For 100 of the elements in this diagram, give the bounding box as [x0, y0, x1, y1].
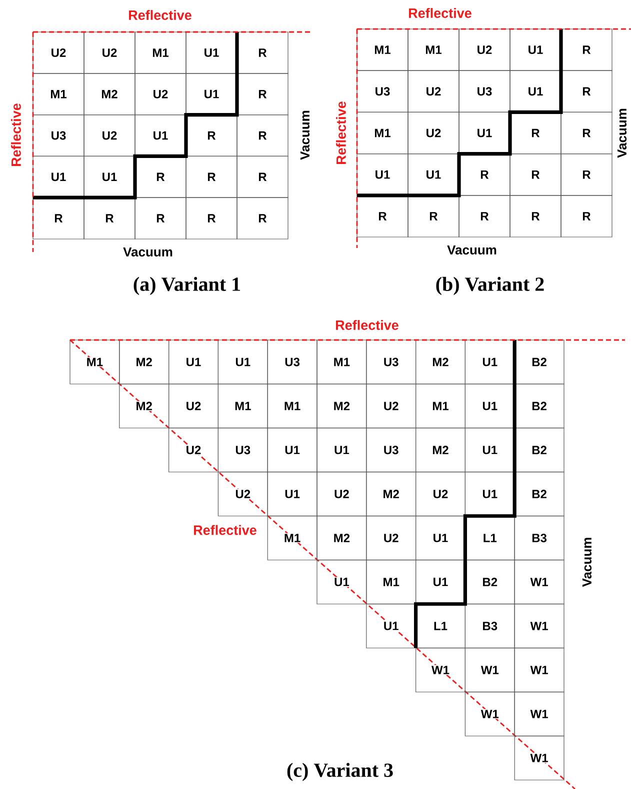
grid-cell: R — [134, 156, 186, 198]
grid-cell: B3 — [464, 604, 515, 648]
grid-cell: M2 — [416, 428, 466, 472]
grid-cell: U1 — [316, 560, 367, 604]
grid-cell: U1 — [464, 340, 515, 384]
grid-cell: U1 — [84, 156, 136, 198]
grid-cell: U2 — [366, 384, 416, 428]
grid-cell: M1 — [218, 384, 268, 428]
grid-cell: U2 — [32, 32, 84, 74]
grid-cell: R — [510, 112, 562, 154]
grid-cell: M2 — [316, 516, 367, 560]
boundary-label: Reflective — [336, 102, 346, 164]
grid-cell: U2 — [408, 70, 460, 112]
grid-cell: U1 — [267, 472, 318, 516]
grid-cell: R — [236, 197, 288, 240]
grid-cell: U1 — [356, 154, 408, 196]
grid-cell: U2 — [458, 28, 510, 71]
grid-cell: U2 — [218, 472, 268, 516]
panel-caption: (c) Variant 3 — [287, 762, 393, 782]
grid-cell: B2 — [464, 560, 515, 604]
grid-cell: B2 — [514, 472, 564, 516]
grid-cell: U1 — [464, 428, 515, 472]
grid-cell: U3 — [267, 340, 318, 384]
grid-cell: U1 — [316, 428, 367, 472]
grid-cell: R — [510, 195, 562, 238]
grid-cell: M1 — [134, 32, 186, 74]
grid-cell: B2 — [514, 428, 564, 472]
grid-cell: R — [84, 197, 136, 240]
grid-cell: M2 — [416, 340, 466, 384]
grid-cell: U2 — [416, 472, 466, 516]
panel-caption: (a) Variant 1 — [134, 276, 240, 296]
boundary-label: Vacuum — [582, 538, 592, 587]
grid-cell: U1 — [416, 560, 466, 604]
grid-cell: U1 — [134, 114, 186, 156]
grid-cell: U1 — [186, 73, 238, 116]
grid-cell: M1 — [356, 28, 408, 71]
grid-cell: U3 — [458, 70, 510, 112]
grid-cell: U2 — [316, 472, 367, 516]
grid-cell: U1 — [416, 516, 466, 560]
grid-cell: R — [186, 197, 238, 240]
grid-cell: B2 — [514, 340, 564, 384]
grid-cell: U1 — [186, 32, 238, 74]
grid-cell: M1 — [408, 28, 460, 71]
grid-cell: M2 — [119, 384, 170, 428]
grid-cell: W1 — [514, 604, 564, 648]
boundary-label: Vacuum — [447, 245, 496, 255]
grid-cell: U1 — [408, 154, 460, 196]
grid-cell: W1 — [514, 692, 564, 736]
boundary-label: Reflective — [194, 525, 256, 535]
grid-cell: U1 — [464, 472, 515, 516]
grid-cell: W1 — [464, 692, 515, 736]
grid-cell: U1 — [168, 340, 218, 384]
grid-cell: R — [32, 197, 84, 240]
grid-cell: B2 — [514, 384, 564, 428]
grid-cell: B3 — [514, 516, 564, 560]
grid-cell: M2 — [119, 340, 170, 384]
boundary-label: Vacuum — [617, 108, 627, 158]
grid-cell: U3 — [218, 428, 268, 472]
boundary-label: Reflective — [129, 10, 192, 20]
grid-cell: U3 — [32, 114, 84, 156]
grid-cell: R — [560, 195, 612, 238]
grid-cell: W1 — [514, 560, 564, 604]
grid-cell: U3 — [366, 428, 416, 472]
grid-cell: U3 — [356, 70, 408, 112]
grid-cell: U1 — [267, 428, 318, 472]
grid-cell: R — [356, 195, 408, 238]
grid-cell: U2 — [84, 32, 136, 74]
grid-cell: W1 — [514, 648, 564, 692]
grid-cell: M1 — [267, 384, 318, 428]
boundary-label: Vacuum — [123, 247, 172, 257]
grid-cell: U2 — [408, 112, 460, 154]
grid-cell: U2 — [366, 516, 416, 560]
grid-cell: R — [236, 114, 288, 156]
grid-cell: M1 — [356, 112, 408, 154]
grid-cell: U2 — [168, 384, 218, 428]
grid-cell: L1 — [416, 604, 466, 648]
grid-cell: U2 — [134, 73, 186, 116]
grid-cell: U1 — [464, 384, 515, 428]
grid-cell: R — [408, 195, 460, 238]
grid-cell: U2 — [168, 428, 218, 472]
grid-cell: M1 — [32, 73, 84, 116]
boundary-label: Reflective — [336, 320, 398, 330]
grid-cell: U1 — [218, 340, 268, 384]
grid-cell: R — [236, 32, 288, 74]
grid-cell: R — [510, 154, 562, 196]
grid-cell: M1 — [70, 340, 120, 384]
grid-cell: U1 — [458, 112, 510, 154]
grid-cell: M1 — [416, 384, 466, 428]
grid-cell: R — [560, 154, 612, 196]
grid-cell: U1 — [366, 604, 416, 648]
grid-cell: U1 — [32, 156, 84, 198]
grid-cell: R — [560, 70, 612, 112]
grid-cell: U3 — [366, 340, 416, 384]
grid-cell: W1 — [416, 648, 466, 692]
grid-cell: M2 — [84, 73, 136, 116]
grid-cell: L1 — [464, 516, 515, 560]
boundary-label: Reflective — [409, 8, 472, 18]
grid-cell: R — [458, 195, 510, 238]
grid-cell: M1 — [366, 560, 416, 604]
grid-cell: M1 — [267, 516, 318, 560]
